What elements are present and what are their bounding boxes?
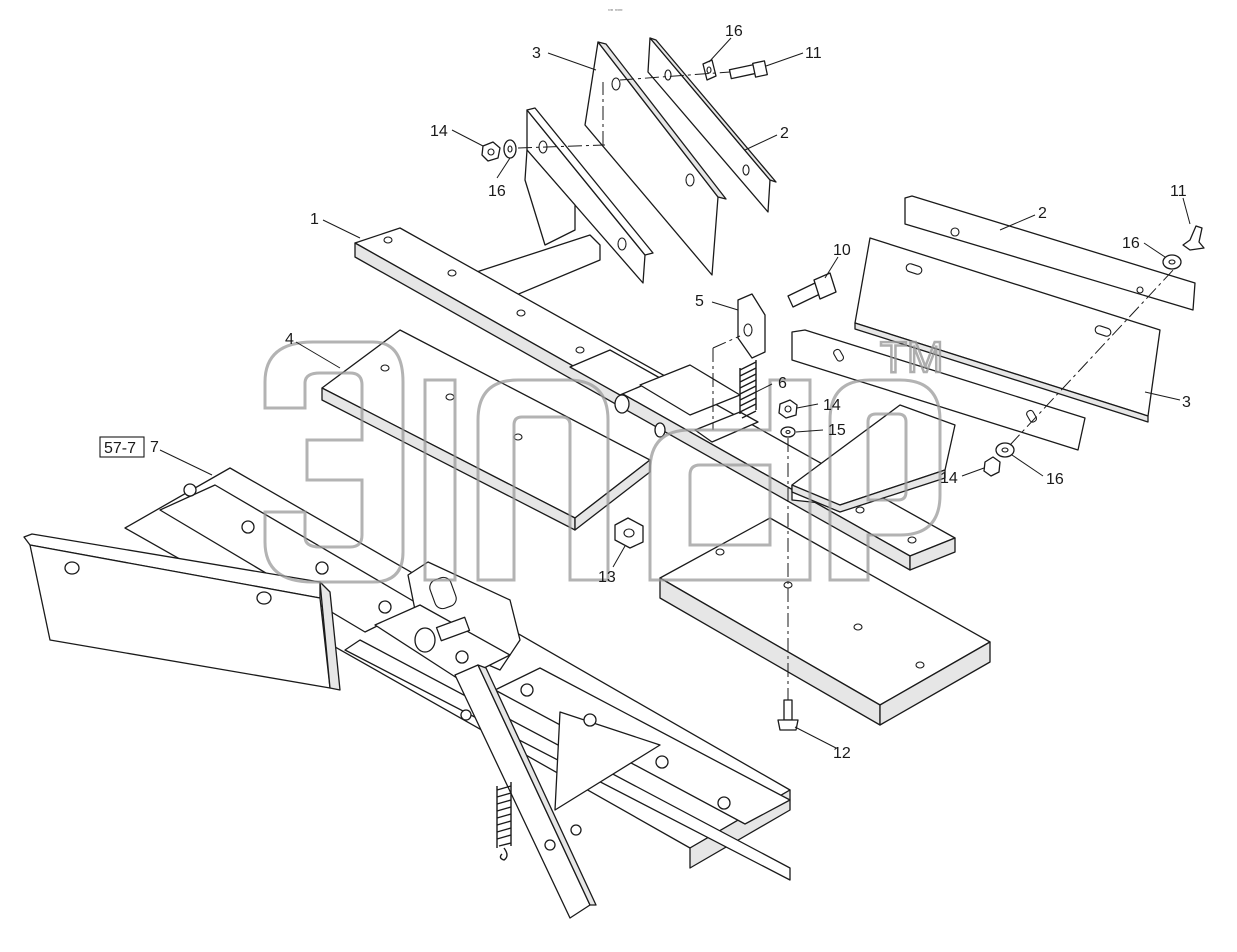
nut-13 [614,517,644,549]
callout-1: 1 [310,211,319,228]
callout-15: 15 [828,422,846,439]
plate-lower-right [659,517,991,726]
callout-5: 5 [695,293,704,310]
bolt-11-right [1182,225,1205,251]
plate-3-upper [584,41,727,276]
bolt-11-upper [728,60,768,80]
hinge-bracket-7 [374,561,521,681]
spring-assembly-7 [496,782,512,861]
reference-box-label: 57-7 [104,440,136,457]
assembly-7-lever [454,664,597,919]
callout-2-upper: 2 [780,125,789,142]
callout-10: 10 [833,242,851,259]
bracket-5 [737,293,766,359]
washer-15 [780,426,796,438]
plate-2-upper [647,37,777,213]
assembly-7-plate-right [494,667,791,825]
callout-11-right: 11 [1170,183,1187,200]
callout-7: 7 [150,439,159,456]
callout-14-centre: 14 [823,397,841,414]
callout-14-right: 14 [940,470,958,487]
callout-11-upper: 11 [805,45,822,62]
nut-16-right [1162,254,1182,270]
header-mark: ▫▫ ▫▫▫ [608,7,622,14]
plate-3-right [854,237,1161,423]
washer-16-right-low [995,442,1015,458]
callout-3-upper: 3 [532,45,541,62]
callout-16-right: 16 [1122,235,1140,252]
callout-16-upper: 16 [725,23,743,40]
bolt-10 [787,272,837,308]
assembly-7-arm-left [23,533,341,691]
nut-14-right-low [983,456,1001,477]
callout-6: 6 [778,375,787,392]
callout-16-right-low: 16 [1046,471,1064,488]
watermark-trademark: TM [880,333,944,382]
reference-box: 57-7 [99,436,145,458]
callout-13: 13 [598,569,616,586]
callout-2-right: 2 [1038,205,1047,222]
hinge-block [569,349,759,443]
watermark-logo: TM [263,332,945,584]
callout-labels: 3 16 11 2 14 16 1 11 2 16 10 5 4 6 14 15… [150,23,1191,762]
nut-14-upper [481,141,501,162]
leader-lines [159,37,1191,749]
callout-4: 4 [285,331,294,348]
washer-16-left [503,139,517,159]
callout-12: 12 [833,745,851,762]
nut-14-centre [778,399,798,419]
bolt-12 [777,699,799,731]
washer-16-upper [702,59,717,81]
callout-14-upper: 14 [430,123,448,140]
spring-6 [739,360,757,419]
callout-3-right: 3 [1182,394,1191,411]
plate-2-right [904,195,1196,311]
callout-16-left: 16 [488,183,506,200]
